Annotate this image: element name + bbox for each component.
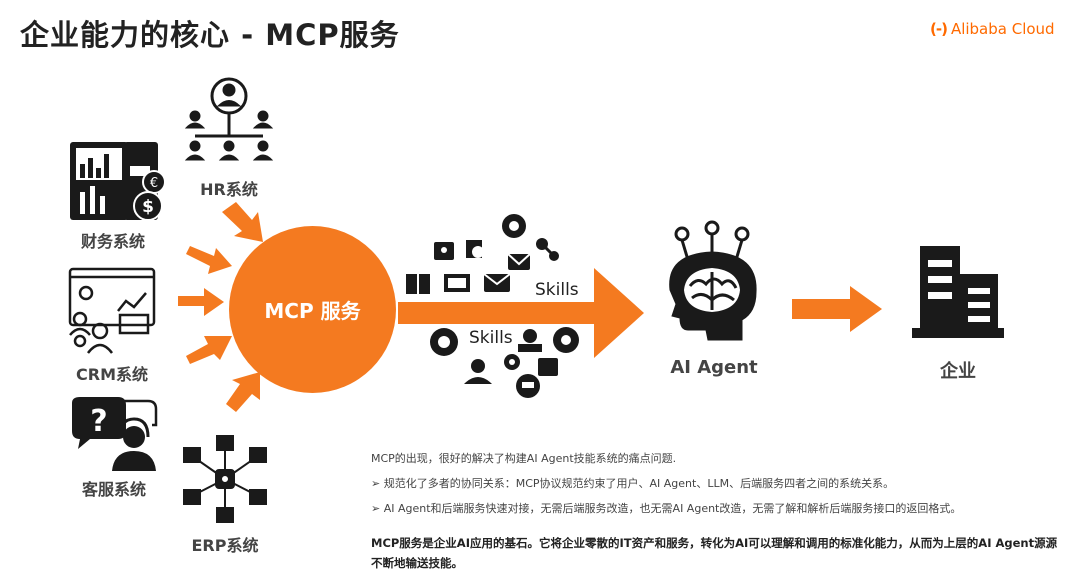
skill-icons-bottom: [430, 327, 579, 398]
svg-text:?: ?: [90, 404, 107, 439]
summary-text: MCP服务是企业AI应用的基石。它将企业零散的IT资产和服务，转化为AI可以理解…: [371, 536, 1058, 570]
enterprise-label: 企业: [940, 361, 976, 382]
description-bullet: ➢ 规范化了多者的协同关系：MCP协议规范约束了用户、AI Agent、LLM、…: [371, 471, 1061, 496]
skills-label-top: Skills: [535, 280, 579, 300]
finance-report-icon: € $: [70, 142, 166, 221]
logo-mark: (-): [930, 20, 948, 38]
arrow-finance: [186, 246, 232, 274]
chat-icon: [538, 358, 558, 376]
svg-text:$: $: [142, 197, 154, 217]
agent-to-enterprise-arrow: [792, 286, 882, 332]
svg-text:€: €: [150, 176, 158, 191]
skill-icons-top: [406, 214, 559, 294]
reader-icon: [523, 329, 537, 343]
crm-dashboard-icon: [68, 267, 156, 354]
bullet-marker: ➢: [371, 477, 381, 490]
erp-system-label: ERP系统: [191, 536, 259, 555]
logo-text: Alibaba Cloud: [950, 20, 1055, 38]
org-chart-icon: [184, 77, 274, 161]
ai-agent-label: AI Agent: [670, 357, 758, 378]
customer-service-label: 客服系统: [81, 480, 146, 499]
mcp-service-hub: MCP 服务: [229, 226, 396, 393]
skills-label-bottom: Skills: [469, 328, 513, 348]
customer-service-icon: ?: [72, 397, 158, 471]
arrow-erp: [226, 372, 260, 412]
arrow-cs: [186, 336, 232, 364]
bullet-marker: ➢: [371, 502, 381, 515]
ai-brain-icon: [669, 220, 757, 341]
arrow-hr: [222, 202, 263, 242]
user-icon: [471, 359, 485, 373]
description-intro: MCP的出现，很好的解决了构建AI Agent技能系统的痛点问题.: [371, 452, 677, 465]
bullet-text: AI Agent和后端服务快速对接，无需后端服务改造，也无需AI Agent改造…: [383, 502, 962, 515]
finance-system-label: 财务系统: [80, 232, 145, 251]
bullet-text: 规范化了多者的协同关系：MCP协议规范约束了用户、AI Agent、LLM、后端…: [383, 477, 895, 490]
building-icon: [912, 246, 1004, 338]
page-title: 企业能力的核心 - MCP服务: [20, 18, 400, 52]
skills-flow-arrow: [398, 268, 644, 358]
erp-network-icon: [183, 435, 267, 523]
description-bullet: ➢ AI Agent和后端服务快速对接，无需后端服务改造，也无需AI Agent…: [371, 496, 1061, 521]
crm-system-label: CRM系统: [76, 365, 148, 384]
description-block: MCP的出现，很好的解决了构建AI Agent技能系统的痛点问题. ➢ 规范化了…: [371, 446, 1061, 521]
hr-system-label: HR系统: [200, 180, 258, 199]
alibaba-cloud-logo: (-) Alibaba Cloud: [930, 20, 1055, 38]
arrow-crm: [178, 288, 224, 316]
